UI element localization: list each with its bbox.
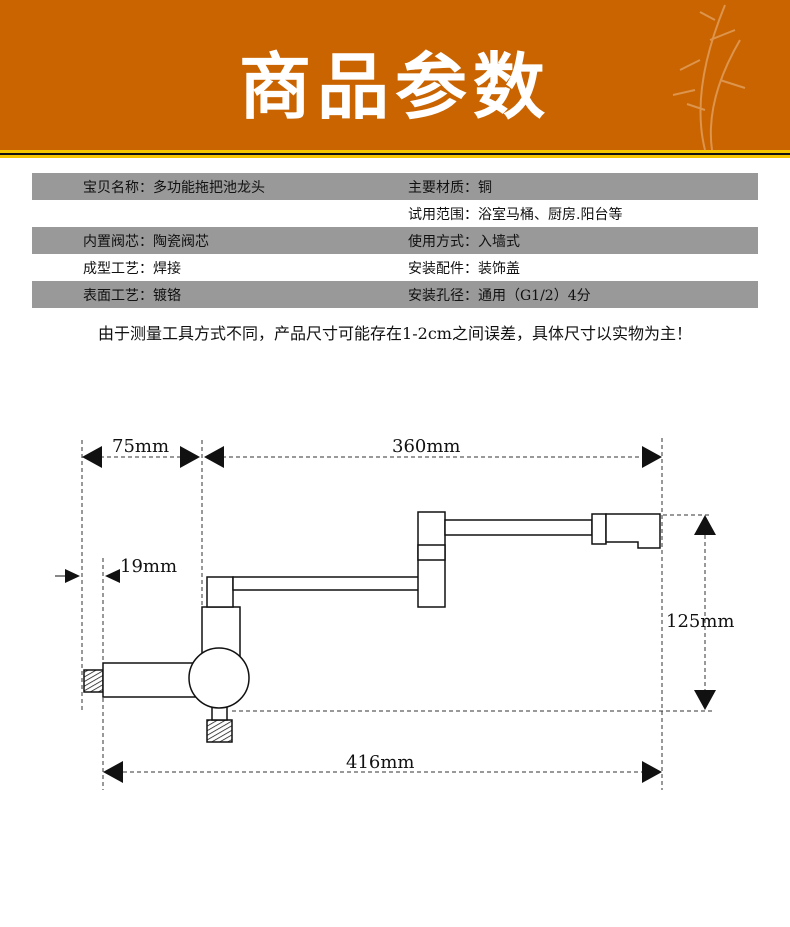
spec-cell: 试用范围：浴室马桶、厨房.阳台等	[408, 206, 623, 223]
spec-cell: 安装配件：装饰盖	[408, 260, 520, 277]
spec-row: 表面工艺：镀铬 安装孔径：通用（G1/2）4分	[32, 281, 758, 308]
spec-row: 成型工艺：焊接 安装配件：装饰盖	[32, 254, 758, 281]
stripe	[0, 153, 790, 155]
spec-table: 宝贝名称：多功能拖把池龙头 主要材质：铜 试用范围：浴室马桶、厨房.阳台等 内置阀…	[32, 173, 758, 308]
spec-cell: 内置阀芯：陶瓷阀芯	[83, 233, 209, 250]
extension-lines	[81, 438, 712, 790]
dim-19mm: 19mm	[120, 556, 177, 577]
spec-cell: 主要材质：铜	[408, 179, 492, 196]
spec-row: 宝贝名称：多功能拖把池龙头 主要材质：铜	[32, 173, 758, 200]
header-banner: 商品参数	[0, 0, 790, 150]
stripe	[0, 155, 790, 158]
bamboo-decoration-icon	[672, 4, 746, 150]
spec-cell: 表面工艺：镀铬	[83, 287, 181, 304]
page-title: 商品参数	[238, 45, 551, 129]
spec-row: 内置阀芯：陶瓷阀芯 使用方式：入墙式	[32, 227, 758, 254]
spec-cell: 使用方式：入墙式	[408, 233, 520, 250]
spec-cell: 成型工艺：焊接	[83, 260, 181, 277]
spec-row: 试用范围：浴室马桶、厨房.阳台等	[32, 200, 758, 227]
dim-75mm: 75mm	[112, 436, 169, 457]
dim-416mm: 416mm	[346, 752, 415, 773]
dim-360mm: 360mm	[392, 436, 461, 457]
spec-cell: 宝贝名称：多功能拖把池龙头	[83, 179, 265, 196]
dim-125mm: 125mm	[666, 611, 735, 632]
dimension-arrows	[55, 446, 716, 783]
measurement-note: 由于测量工具方式不同，产品尺寸可能存在1-2cm之间误差，具体尺寸以实物为主！	[98, 324, 692, 343]
spec-cell: 安装孔径：通用（G1/2）4分	[408, 287, 591, 304]
faucet-outline	[83, 511, 661, 743]
stripe	[0, 150, 790, 153]
